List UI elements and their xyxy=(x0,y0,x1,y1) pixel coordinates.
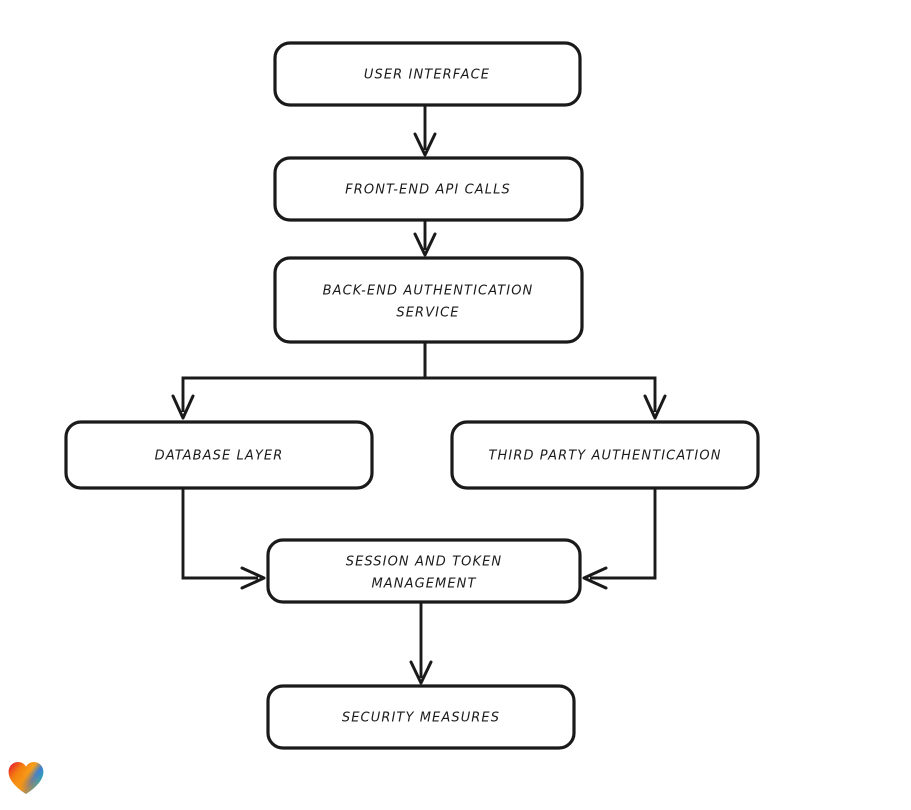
node-label-database-layer: DATABASE LAYER xyxy=(155,449,284,464)
node-box-user-interface[interactable] xyxy=(273,41,582,107)
node-label-third-party-authentication: THIRD PARTY AUTHENTICATION xyxy=(488,449,721,464)
node-label-frontend-api-calls: FRONT-END API CALLS xyxy=(345,183,511,198)
node-label-user-interface: USER INTERFACE xyxy=(364,68,490,83)
heart-logo xyxy=(8,762,44,794)
node-session-and-token-management[interactable]: SESSION AND TOKEN MANAGEMENT xyxy=(266,538,582,604)
node-box-frontend-api-calls[interactable] xyxy=(273,156,584,222)
node-label-security-measures: SECURITY MEASURES xyxy=(342,711,500,726)
node-box-third-party-authentication[interactable] xyxy=(450,420,760,490)
node-label-session-and-token-management-line1: SESSION AND TOKEN xyxy=(346,555,503,570)
node-label-backend-authentication-service-line1: BACK-END AUTHENTICATION xyxy=(323,284,534,299)
node-third-party-authentication[interactable]: THIRD PARTY AUTHENTICATION xyxy=(450,420,760,490)
edge-database-to-session xyxy=(181,488,266,590)
edge-backend-to-thirdparty xyxy=(423,342,667,420)
node-label-session-and-token-management-line2: MANAGEMENT xyxy=(371,577,476,592)
node-label-backend-authentication-service-line2: SERVICE xyxy=(396,306,459,321)
edge-thirdparty-to-session xyxy=(582,488,657,590)
edge-backend-to-database xyxy=(171,342,427,420)
node-backend-authentication-service[interactable]: BACK-END AUTHENTICATION SERVICE xyxy=(273,256,584,344)
node-frontend-api-calls[interactable]: FRONT-END API CALLS xyxy=(273,156,584,222)
edge-ui-to-api xyxy=(413,105,437,157)
node-database-layer[interactable]: DATABASE LAYER xyxy=(64,420,374,490)
node-box-session-and-token-management[interactable] xyxy=(266,538,582,604)
node-security-measures[interactable]: SECURITY MEASURES xyxy=(266,684,576,750)
node-box-security-measures[interactable] xyxy=(266,684,576,750)
node-box-backend-authentication-service[interactable] xyxy=(273,256,584,344)
heart-warm-overlay xyxy=(8,762,44,794)
node-box-database-layer[interactable] xyxy=(64,420,374,490)
node-user-interface[interactable]: USER INTERFACE xyxy=(273,41,582,107)
edge-api-to-backend xyxy=(413,220,437,257)
edge-session-to-security xyxy=(409,602,433,685)
